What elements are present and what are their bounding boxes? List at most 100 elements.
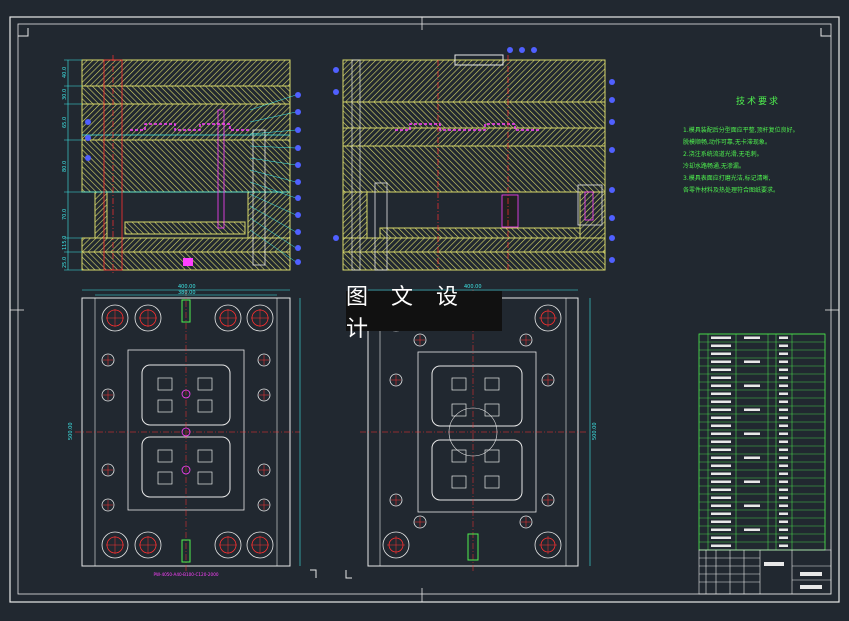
center-mark — [139, 309, 157, 327]
part-balloon — [609, 97, 615, 103]
bolt-hole — [389, 493, 403, 507]
part-balloon — [609, 257, 615, 263]
bolt-hole — [382, 531, 410, 559]
bolt-hole — [101, 463, 115, 477]
bom-row-text — [711, 408, 731, 411]
tech-req-line: 1.模具装配后分型面应平整,顶杆复位良好。 — [683, 127, 799, 134]
center-mark — [103, 355, 113, 365]
part-balloon — [609, 119, 615, 125]
center-mark — [391, 495, 401, 505]
bom-row-text — [744, 384, 760, 387]
bom-row-text — [744, 504, 760, 507]
bolt-hole — [389, 373, 403, 387]
bom-row-text — [779, 536, 788, 539]
bom-row-text — [711, 464, 731, 467]
part-balloon — [295, 259, 301, 265]
center-mark — [543, 375, 553, 385]
bolt-hole — [181, 427, 191, 437]
dim-height: 80.0 — [62, 161, 68, 172]
center-mark — [106, 536, 124, 554]
leader-line — [249, 145, 297, 149]
part-balloon — [295, 127, 301, 133]
corner-mark — [820, 28, 831, 37]
bolt-hole — [134, 531, 162, 559]
bom-row-text — [711, 472, 731, 475]
bolt-hole — [413, 333, 427, 347]
dim-height: 25.0 — [62, 257, 68, 268]
bolt-hole — [101, 531, 129, 559]
part-balloon — [295, 145, 301, 151]
dim-width: 400.00 — [464, 284, 482, 290]
bom-row-text — [711, 496, 731, 499]
center-mark — [219, 309, 237, 327]
bom-row-text — [779, 352, 788, 355]
part-balloon — [295, 109, 301, 115]
bom-row-text — [711, 400, 731, 403]
part-balloon — [295, 212, 301, 218]
part-balloon — [519, 47, 525, 53]
bom-row-text — [711, 352, 731, 355]
leader-line — [249, 169, 297, 183]
dim-height: 65.0 — [62, 117, 68, 128]
bolt-hole — [519, 333, 533, 347]
bom-row-text — [711, 344, 731, 347]
leader-line — [249, 217, 297, 249]
section-view-right — [333, 47, 615, 271]
bom-row-text — [711, 488, 731, 491]
bom-row-text — [779, 384, 788, 387]
center-mark — [259, 465, 269, 475]
center-mark — [139, 536, 157, 554]
watermark-banner: 图 文 设 计 — [346, 285, 502, 342]
part-balloon — [333, 67, 339, 73]
leader-line — [249, 229, 297, 263]
bom-row-text — [711, 520, 731, 523]
bolt-hole — [257, 388, 271, 402]
bom-row-text — [779, 440, 788, 443]
cavity-insert — [451, 449, 467, 463]
tech-req-line: 2.浇注系统流道光滑,无毛刺。 — [683, 151, 763, 158]
part-balloon — [609, 187, 615, 193]
bom-row-text — [744, 456, 760, 459]
center-mark — [539, 309, 557, 327]
cavity-insert — [157, 377, 173, 391]
bolt-hole — [519, 515, 533, 529]
part-number-label: PW-4050-A40-B100-C120-2000 — [153, 572, 218, 577]
bom-row-text — [711, 336, 731, 339]
bolt-hole — [534, 304, 562, 332]
center-mark — [219, 536, 237, 554]
dim-height: 70.0 — [62, 209, 68, 220]
tech-req-line: 脱模顺畅,动作可靠,无卡滞现象。 — [683, 139, 771, 146]
view-marker — [310, 569, 317, 578]
bolt-hole — [541, 373, 555, 387]
outer-border — [9, 16, 840, 603]
bom-row-text — [779, 368, 788, 371]
bom-row-text — [711, 392, 731, 395]
cavity-insert — [157, 449, 173, 463]
bolt-hole — [134, 304, 162, 332]
bolt-hole — [541, 493, 555, 507]
dim-width: 400.00 — [178, 284, 196, 290]
dim-height: 115.0 — [62, 236, 68, 250]
bom-row-text — [779, 432, 788, 435]
center-mark — [543, 495, 553, 505]
part-balloon — [295, 245, 301, 251]
bom-row-text — [711, 368, 731, 371]
center-mark — [259, 355, 269, 365]
bom-row-text — [779, 424, 788, 427]
bom-row-text — [779, 512, 788, 515]
bom-row-text — [779, 520, 788, 523]
bom-row-text — [711, 536, 731, 539]
bom-row-text — [744, 480, 760, 483]
bolt-hole — [214, 304, 242, 332]
view-marker — [345, 570, 352, 579]
bom-row-text — [779, 544, 788, 547]
bolt-hole — [246, 531, 274, 559]
bom-row-text — [779, 448, 788, 451]
technical-requirements: 技术要求 1.模具装配后分型面应平整,顶杆复位良好。 脱模顺畅,动作可靠,无卡滞… — [683, 94, 833, 197]
bom-row-text — [744, 336, 760, 339]
bolt-hole — [257, 353, 271, 367]
inner-border — [17, 23, 832, 595]
part-balloon — [333, 89, 339, 95]
part-balloon — [609, 215, 615, 221]
bom-row-text — [779, 360, 788, 363]
